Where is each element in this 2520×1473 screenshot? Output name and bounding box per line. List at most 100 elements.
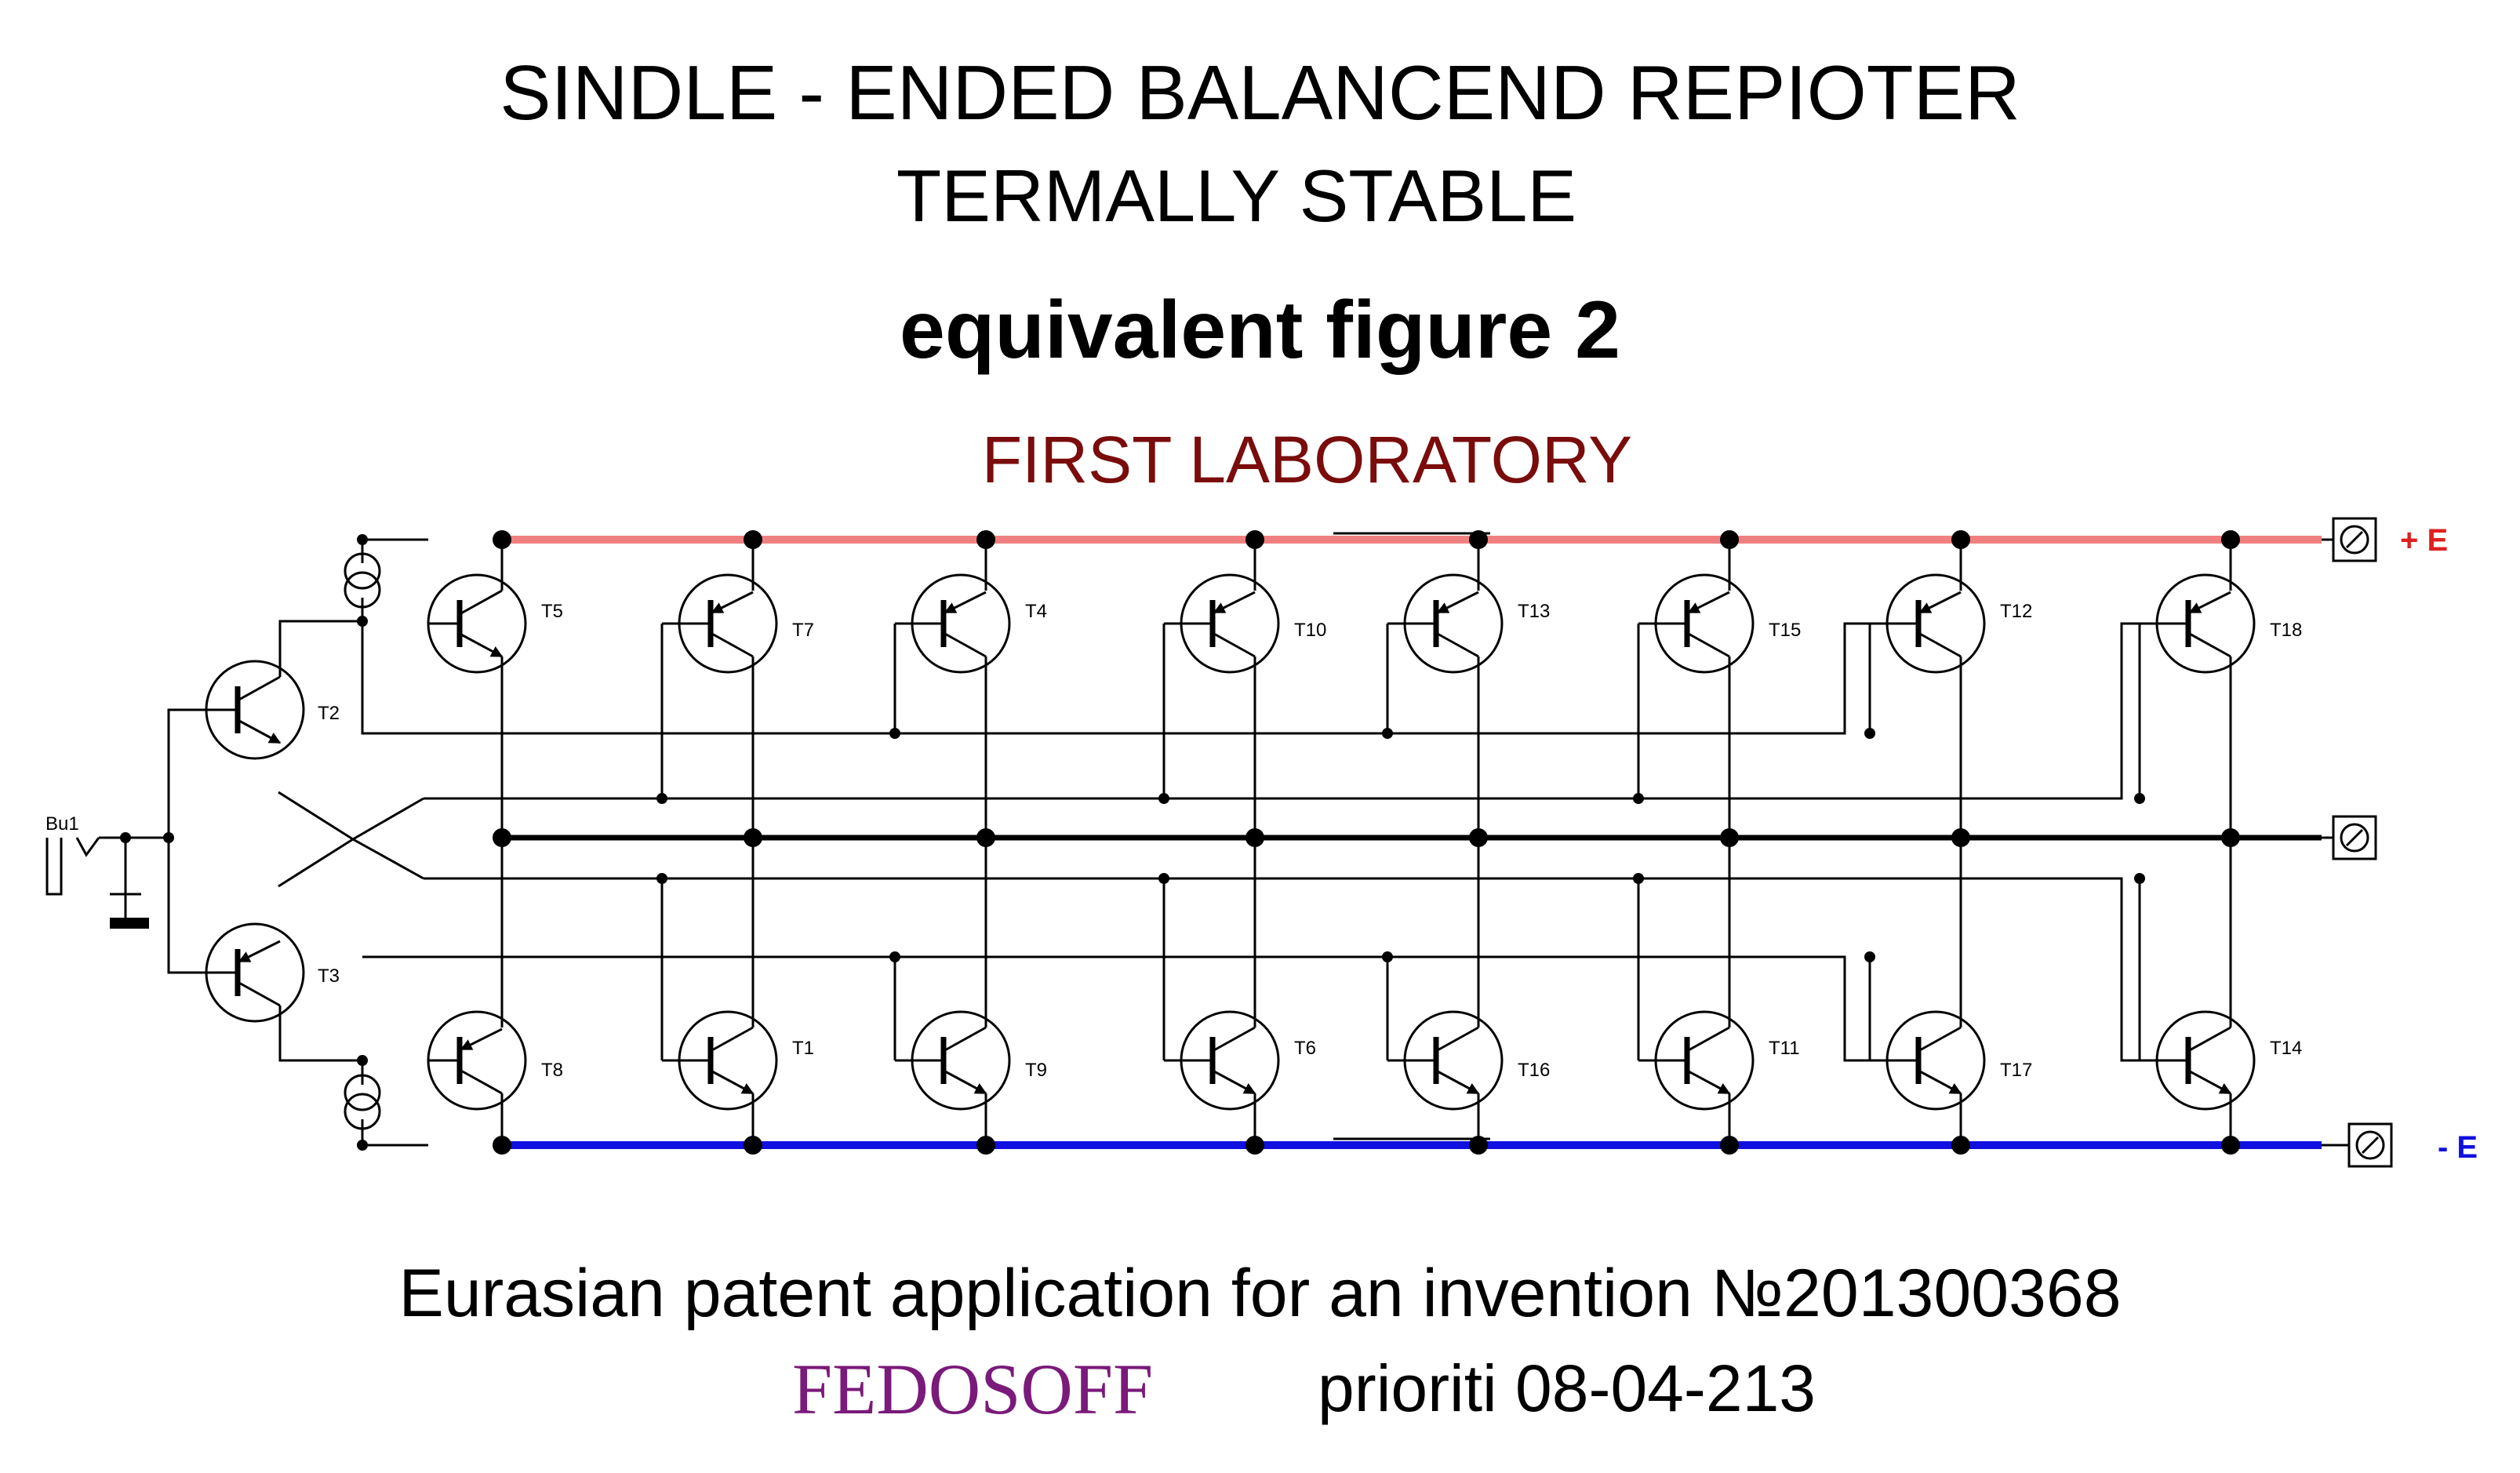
title-line-1: SINDLE - ENDED BALANCEND REPIOTER <box>500 49 2020 136</box>
transistor-top <box>678 573 778 674</box>
transistor-label: T2 <box>318 703 340 724</box>
rail-junction-dot <box>493 530 511 549</box>
terminal-slash <box>2345 530 2364 549</box>
transistor-label: T4 <box>1025 601 1047 622</box>
plus-terminal-label: + E <box>2400 523 2448 558</box>
rail-junction-dot <box>976 530 995 549</box>
collector-lead <box>943 1026 987 1053</box>
transistor-label: T12 <box>2000 601 2032 622</box>
transistor-label: T6 <box>1294 1038 1316 1059</box>
collector-lead <box>1435 631 1479 658</box>
collector-lead <box>1435 1026 1479 1053</box>
transistor-bottom <box>427 1010 527 1111</box>
transistor-label: T13 <box>1518 601 1550 622</box>
transistor-label: T7 <box>792 620 814 641</box>
rail-junction-dot <box>1245 828 1264 847</box>
bus-junction-dot <box>1633 793 1644 804</box>
transistor-top <box>427 573 527 674</box>
emitter-arrow <box>238 940 281 963</box>
transistor-label: T14 <box>2270 1038 2302 1059</box>
emitter-arrow <box>460 633 504 658</box>
collector-lead <box>459 1068 503 1095</box>
emitter-arrow <box>238 719 282 744</box>
rail-junction-dot <box>1720 828 1739 847</box>
bus-junction-dot <box>1864 951 1875 962</box>
emitter-arrow <box>1918 591 1962 614</box>
rail-junction-dot <box>744 530 762 549</box>
driver-transistor <box>205 660 305 760</box>
junction-dot <box>357 1055 368 1066</box>
current-source-ring <box>344 571 381 609</box>
current-source-bottom <box>344 1074 381 1130</box>
transistor-top <box>1180 573 1280 674</box>
cross-wire <box>278 797 424 888</box>
transistor-label: T18 <box>2270 620 2302 641</box>
rail-junction-dot <box>1720 1136 1739 1155</box>
emitter-arrow <box>460 1027 503 1051</box>
bus-junction-dot <box>2134 793 2145 804</box>
terminal-ring <box>2340 525 2369 555</box>
plus-terminal <box>2332 517 2377 562</box>
terminal-slash <box>2345 828 2364 847</box>
junction-dot <box>163 832 174 843</box>
junction-dot <box>357 1140 368 1151</box>
emitter-arrow <box>1436 591 1479 614</box>
transistor-label: T8 <box>541 1060 563 1081</box>
current-source-ring <box>344 552 381 590</box>
transistor-bottom <box>1885 1010 1986 1111</box>
priority-text: prioriti 08-04-213 <box>1318 1351 1816 1425</box>
transistor-label: T16 <box>1518 1060 1550 1081</box>
transistor-top <box>2155 573 2256 674</box>
emitter-arrow <box>944 591 987 614</box>
driver-transistor <box>205 922 305 1023</box>
terminal-slash <box>2361 1136 2380 1155</box>
collector-lead <box>237 980 281 1007</box>
junction-dot <box>120 832 131 843</box>
transistor-label: T1 <box>792 1038 814 1059</box>
rail-junction-dot <box>1245 1136 1264 1155</box>
rail-junction-dot <box>1245 530 1264 549</box>
input-jack-tip <box>75 837 100 857</box>
transistor-bottom <box>1654 1010 1755 1111</box>
rail-junction-dot <box>1951 1136 1970 1155</box>
input-wire <box>167 838 206 974</box>
top-bias-bus-a <box>361 621 1886 735</box>
input-label: Bu1 <box>45 813 79 835</box>
bus-junction-dot <box>889 951 900 962</box>
transistor-label: T3 <box>318 966 340 987</box>
driver-wire <box>278 620 362 677</box>
cross-wire <box>278 791 424 880</box>
transistor-label: T10 <box>1294 620 1326 641</box>
transistor-label: T9 <box>1025 1060 1047 1081</box>
emitter-arrow <box>711 591 754 614</box>
rail-junction-dot <box>1720 530 1739 549</box>
collector-lead <box>1212 1026 1256 1053</box>
transistor-bottom <box>1180 1010 1280 1111</box>
collector-lead <box>2187 1026 2231 1053</box>
collector-lead <box>1918 1026 1962 1053</box>
title-line-4: FIRST LABORATORY <box>981 423 1633 496</box>
emitter-arrow <box>1437 1070 1480 1095</box>
top-bias-bus-b <box>424 622 2157 800</box>
bus-junction-dot <box>1158 793 1169 804</box>
emitter-arrow <box>1919 1070 1962 1095</box>
transistor-bottom <box>1403 1010 1504 1111</box>
current-source-top <box>344 552 381 609</box>
current-source-ring <box>344 1093 381 1130</box>
title-line-3: equivalent figure 2 <box>900 285 1620 376</box>
emitter-arrow <box>1213 591 1256 614</box>
rail-junction-dot <box>1469 828 1488 847</box>
bus-junction-dot <box>1864 728 1875 739</box>
bus-junction-dot <box>1382 728 1393 739</box>
transistor-top <box>911 573 1011 674</box>
bus-junction-dot <box>2134 873 2145 884</box>
rail-junction-dot <box>493 828 511 847</box>
bus-junction-dot <box>889 728 900 739</box>
input-wire <box>167 708 206 838</box>
current-source-ring <box>344 1074 381 1111</box>
transistor-bottom <box>911 1010 1011 1111</box>
rail-junction-dot <box>2221 828 2240 847</box>
rail-junction-dot <box>976 1136 995 1155</box>
patent-caption: Eurasian patent application for an inven… <box>398 1256 2122 1331</box>
minus-terminal <box>2347 1122 2393 1168</box>
